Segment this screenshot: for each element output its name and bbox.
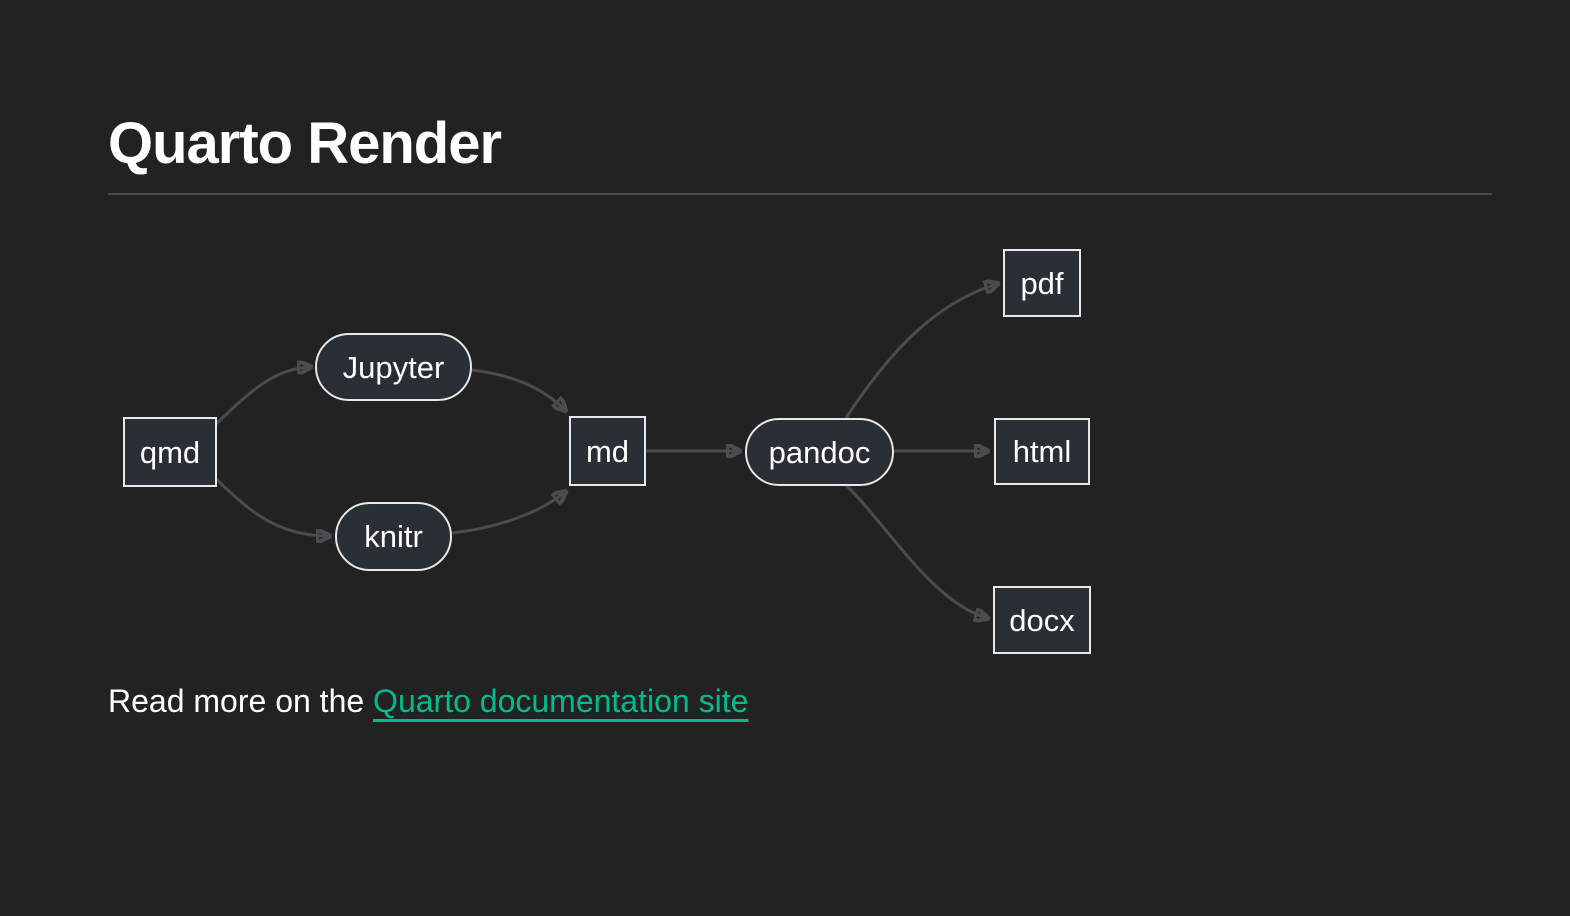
- node-pdf: pdf: [1003, 249, 1081, 317]
- quarto-documentation-link[interactable]: Quarto documentation site: [373, 683, 749, 719]
- node-qmd-label: qmd: [139, 434, 201, 470]
- node-pandoc-label: pandoc: [768, 434, 871, 470]
- edge-pandoc-to-docx: [844, 483, 987, 618]
- read-more-prefix: Read more on the: [108, 683, 374, 719]
- title-divider: [108, 193, 1492, 195]
- node-md: md: [569, 416, 646, 486]
- edge-qmd-to-knitr: [214, 477, 329, 536]
- edge-pandoc-to-pdf: [844, 284, 997, 419]
- node-pdf-label: pdf: [1020, 265, 1064, 301]
- node-qmd: qmd: [123, 417, 217, 487]
- node-docx: docx: [993, 586, 1091, 654]
- node-knitr: knitr: [335, 502, 452, 571]
- edge-qmd-to-jupyter: [214, 367, 310, 426]
- node-knitr-label: knitr: [364, 519, 423, 554]
- node-html-label: html: [1012, 434, 1072, 469]
- page-title: Quarto Render: [108, 111, 502, 176]
- node-md-label: md: [585, 433, 630, 469]
- edge-jupyter-to-md: [471, 368, 565, 410]
- node-pandoc: pandoc: [745, 418, 894, 486]
- node-html: html: [994, 418, 1090, 485]
- node-jupyter: Jupyter: [315, 333, 472, 401]
- node-jupyter-label: Jupyter: [342, 349, 445, 385]
- edge-knitr-to-md: [451, 492, 565, 535]
- node-docx-label: docx: [1009, 602, 1075, 638]
- read-more-paragraph: Read more on the Quarto documentation si…: [108, 680, 748, 722]
